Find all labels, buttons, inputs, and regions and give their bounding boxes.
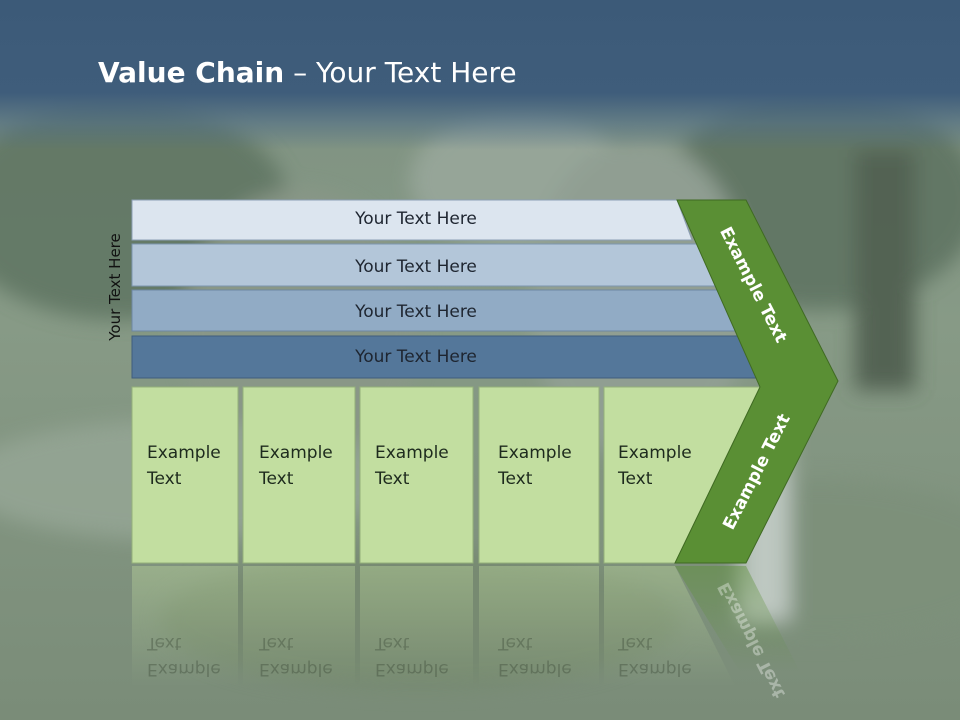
column-reflection-5 [604,566,735,686]
column-text-1-reflection: Example Text [147,630,221,682]
row-bar-1 [131,199,693,241]
column-text-2-reflection-line2: Text [259,633,294,653]
column-text-2: Example Text [259,440,333,492]
green-chevron-reflection [675,566,800,672]
column-text-1-reflection-line1: Example [147,659,221,679]
column-box-4 [478,386,600,564]
column-reflection-3 [360,566,473,686]
column-text-3-reflection: Example Text [375,630,449,682]
column-text-5-line2: Text [618,469,653,489]
column-text-5-line1: Example [618,443,692,463]
column-text-2-reflection-line1: Example [259,659,333,679]
column-text-4: Example Text [498,440,572,492]
header-band [0,0,960,150]
column-text-5-reflection: Example Text [618,630,692,682]
column-text-4-line1: Example [498,443,572,463]
column-text-5: Example Text [618,440,692,492]
row-label-4: Your Text Here [354,347,477,367]
column-text-3: Example Text [375,440,449,492]
column-text-3-line2: Text [375,469,410,489]
column-text-3-reflection-line1: Example [375,659,449,679]
row-label-2: Your Text Here [354,257,477,277]
column-text-4-reflection-line2: Text [498,633,533,653]
column-reflection-1 [132,566,238,686]
column-text-3-line1: Example [375,443,449,463]
column-reflection-4 [479,566,599,686]
column-text-4-line2: Text [498,469,533,489]
column-text-5-reflection-line1: Example [618,659,692,679]
column-text-1-reflection-line2: Text [147,633,182,653]
column-text-2-reflection: Example Text [259,630,333,682]
slide-title: Value Chain – Your Text Here [98,56,517,89]
title-rest: – Your Text Here [284,56,517,89]
row-label-1: Your Text Here [354,209,477,229]
column-box-2 [242,386,356,564]
column-text-5-reflection-line2: Text [618,633,653,653]
title-bold: Value Chain [98,56,285,89]
column-text-1: Example Text [147,440,221,492]
column-box-1 [131,386,239,564]
column-text-1-line2: Text [147,469,182,489]
column-text-4-reflection-line1: Example [498,659,572,679]
column-text-4-reflection: Example Text [498,630,572,682]
column-reflection-2 [243,566,355,686]
column-text-2-line1: Example [259,443,333,463]
column-text-2-line2: Text [259,469,294,489]
row-label-3: Your Text Here [354,302,477,322]
green-chevron [674,199,839,564]
column-box-3 [359,386,474,564]
column-text-1-line1: Example [147,443,221,463]
column-text-3-reflection-line2: Text [375,633,410,653]
